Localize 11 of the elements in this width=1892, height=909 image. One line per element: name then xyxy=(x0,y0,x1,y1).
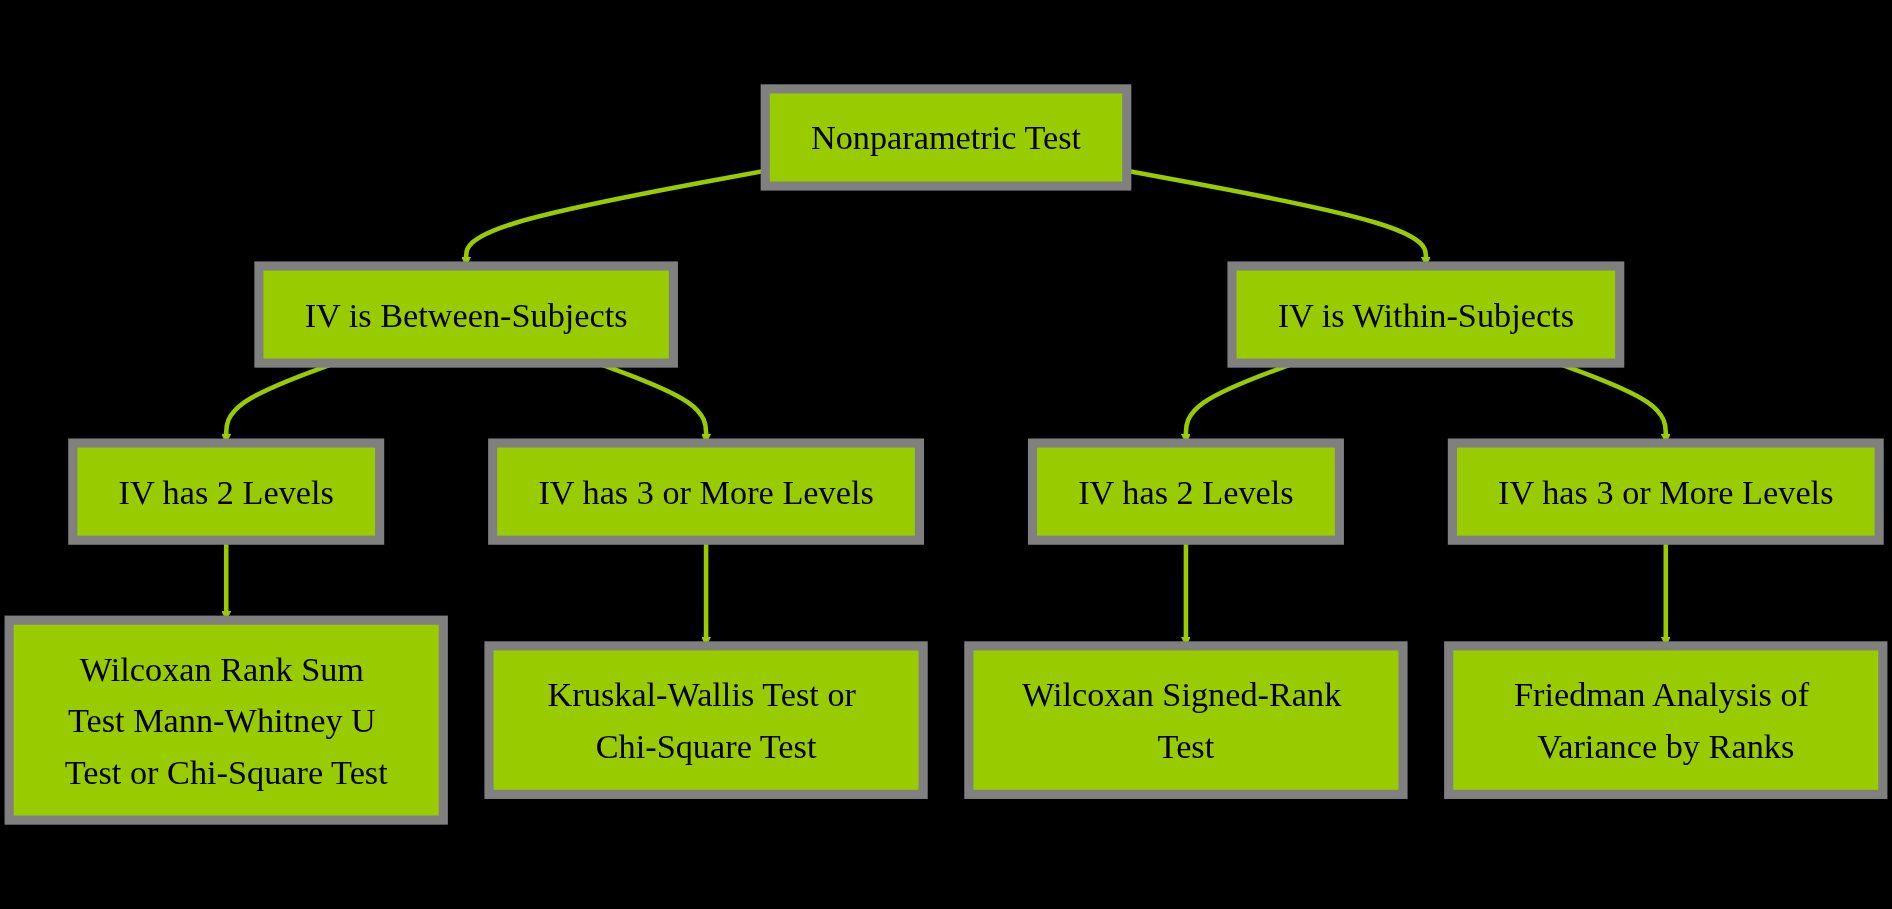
node-box: IV has 2 Levels xyxy=(68,438,385,545)
node-box: Kruskal-Wallis Test or Chi-Square Test xyxy=(484,641,928,799)
node-box: Nonparametric Test xyxy=(760,84,1132,191)
node-box: IV is Within-Subjects xyxy=(1227,261,1625,368)
node-box: Wilcoxan Rank Sum Test Mann-Whitney U Test or Chi-Square Test xyxy=(4,615,448,825)
node-box: Wilcoxan Signed-Rank Test xyxy=(964,641,1408,799)
node-box: IV has 2 Levels xyxy=(1027,438,1344,545)
node-box: Friedman Analysis of Variance by Ranks xyxy=(1444,641,1888,799)
node-box: IV is Between-Subjects xyxy=(254,261,678,368)
node-box: IV has 3 or More Levels xyxy=(1447,438,1884,545)
node-box: IV has 3 or More Levels xyxy=(488,438,925,545)
